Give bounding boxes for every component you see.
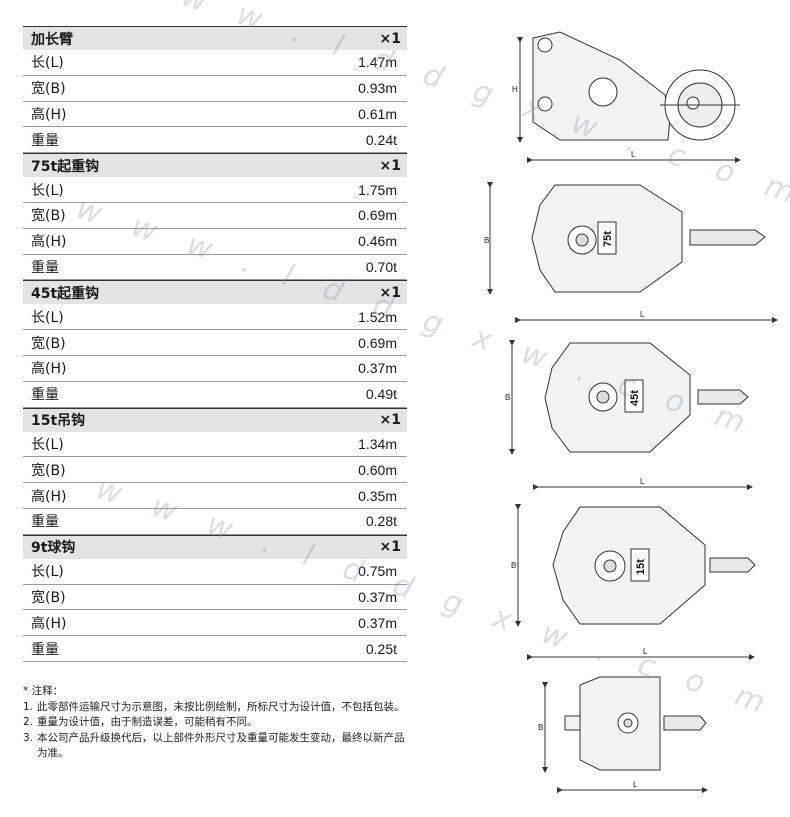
spec-label: 高(H): [31, 361, 67, 378]
spec-value: 0.46m: [358, 233, 397, 250]
section-header: 45t起重钩 ×1: [23, 280, 407, 305]
note-1-number: 1.: [23, 700, 34, 713]
spec-value: 0.35m: [358, 487, 397, 504]
spec-row: 高(H) 0.61m: [23, 102, 407, 128]
spec-label: 宽(B): [31, 81, 66, 98]
spec-row: 高(H) 0.46m: [23, 229, 407, 255]
spec-label: 重量: [31, 132, 59, 149]
spec-row: 宽(B) 0.93m: [23, 76, 407, 102]
spec-row: 重量 0.70t: [23, 255, 407, 281]
section-qty: ×1: [379, 284, 401, 301]
spec-value: 0.28t: [365, 513, 397, 530]
section-header: 75t起重钩 ×1: [23, 153, 407, 178]
note-3-text: 本公司产品升级换代后，以上部件外形尺寸及重量可能发生变动，最终以新产品为准。: [37, 731, 405, 760]
spec-row: 重量 0.49t: [23, 382, 407, 408]
spec-value: 1.52m: [358, 308, 397, 325]
spec-label: 长(L): [31, 309, 64, 326]
spec-label: 重量: [31, 387, 59, 404]
spec-label: 长(L): [31, 55, 64, 72]
spec-row: 长(L) 1.47m: [23, 50, 407, 76]
spec-value: 0.60m: [358, 461, 397, 478]
spec-row: 长(L) 0.75m: [23, 559, 407, 585]
section-name: 9t球钩: [31, 540, 76, 557]
section-qty: ×1: [379, 30, 401, 47]
note-1: 1. 此零部件运输尺寸为示意图，未按比例绘制，所标尺寸为设计值，不包括包装。: [23, 700, 413, 716]
spec-row: 宽(B) 0.69m: [23, 330, 407, 356]
spec-value: 1.47m: [358, 54, 397, 71]
note-3-number: 3.: [23, 731, 34, 744]
spec-row: 长(L) 1.34m: [23, 432, 407, 458]
spec-row: 重量 0.28t: [23, 509, 407, 535]
spec-value: 0.37m: [358, 588, 397, 605]
spec-row: 高(H) 0.35m: [23, 483, 407, 509]
section-name: 加长臂: [31, 31, 73, 48]
spec-row: 宽(B) 0.60m: [23, 457, 407, 484]
spec-value: 1.34m: [358, 435, 397, 452]
dim-l-label-3: L: [640, 477, 645, 486]
spec-label: 宽(B): [31, 335, 66, 352]
spec-label: 高(H): [31, 106, 67, 123]
spec-label: 宽(B): [31, 589, 66, 606]
spec-row: 高(H) 0.37m: [23, 610, 407, 637]
spec-value: 0.69m: [358, 334, 397, 351]
section-qty: ×1: [379, 412, 401, 429]
plate-15t-label: 15t: [635, 559, 647, 575]
section-qty: ×1: [379, 539, 401, 556]
dim-b-label-2: B: [505, 393, 510, 402]
note-2: 2. 重量为设计值，由于制造误差，可能稍有不同。: [23, 715, 413, 731]
note-1-text: 此零部件运输尺寸为示意图，未按比例绘制，所标尺寸为设计值，不包括包装。: [37, 700, 405, 713]
dim-b-label-4: B: [538, 723, 543, 732]
notes-title: * 注释：: [23, 685, 64, 697]
dim-b-label-1: B: [484, 236, 489, 245]
spec-label: 高(H): [31, 615, 67, 632]
spec-label: 重量: [31, 259, 59, 276]
spec-value: 0.25t: [365, 640, 397, 657]
spec-label: 长(L): [31, 564, 64, 581]
section-header: 加长臂 ×1: [23, 26, 407, 50]
spec-value: 0.49t: [365, 386, 397, 403]
spec-value: 0.75m: [358, 563, 397, 580]
spec-row: 宽(B) 0.69m: [23, 203, 407, 229]
spec-row: 长(L) 1.75m: [23, 177, 407, 203]
spec-row: 重量 0.25t: [23, 636, 407, 662]
spec-label: 宽(B): [31, 208, 66, 225]
spec-label: 长(L): [31, 182, 64, 199]
spec-row: 高(H) 0.37m: [23, 356, 407, 382]
spec-label: 长(L): [31, 436, 64, 453]
notes: * 注释： 1. 此零部件运输尺寸为示意图，未按比例绘制，所标尺寸为设计值，不包…: [23, 684, 413, 762]
note-3: 3. 本公司产品升级换代后，以上部件外形尺寸及重量可能发生变动，最终以新产品为准…: [23, 731, 413, 762]
spec-label: 高(H): [31, 488, 67, 505]
spec-label: 高(H): [31, 234, 67, 251]
dim-b-label-3: B: [511, 561, 516, 570]
section-name: 45t起重钩: [31, 285, 100, 302]
spec-value: 0.61m: [358, 105, 397, 122]
hook-75t-drawing: [487, 182, 778, 323]
spec-row: 宽(B) 0.37m: [23, 585, 407, 611]
spec-row: 重量 0.24t: [23, 127, 407, 154]
spec-table: 加长臂 ×1 长(L) 1.47m 宽(B) 0.93m 高(H) 0.61m 重量 0.24t 7…: [23, 26, 407, 662]
spec-value: 0.69m: [358, 207, 397, 224]
spec-value: 0.24t: [365, 131, 397, 148]
dim-l-label-5: L: [633, 780, 638, 789]
spec-value: 0.37m: [358, 360, 397, 377]
plate-75t-label: 75t: [602, 231, 614, 247]
section-qty: ×1: [379, 157, 401, 174]
dim-l-label-2: L: [640, 310, 645, 319]
section-header: 9t球钩 ×1: [23, 534, 407, 559]
spec-value: 0.70t: [365, 258, 397, 275]
section-header: 15t吊钩 ×1: [23, 407, 407, 432]
note-2-text: 重量为设计值，由于制造误差，可能稍有不同。: [37, 716, 258, 728]
spec-row: 长(L) 1.52m: [23, 304, 407, 331]
spec-value: 0.93m: [358, 80, 397, 97]
section-name: 15t吊钩: [31, 413, 86, 430]
section-name: 75t起重钩: [31, 158, 100, 175]
spec-label: 重量: [31, 514, 59, 531]
spec-value: 0.37m: [358, 614, 397, 631]
note-2-number: 2.: [23, 716, 34, 728]
spec-label: 重量: [31, 641, 59, 658]
spec-label: 宽(B): [31, 462, 66, 479]
spec-value: 1.75m: [358, 181, 397, 198]
